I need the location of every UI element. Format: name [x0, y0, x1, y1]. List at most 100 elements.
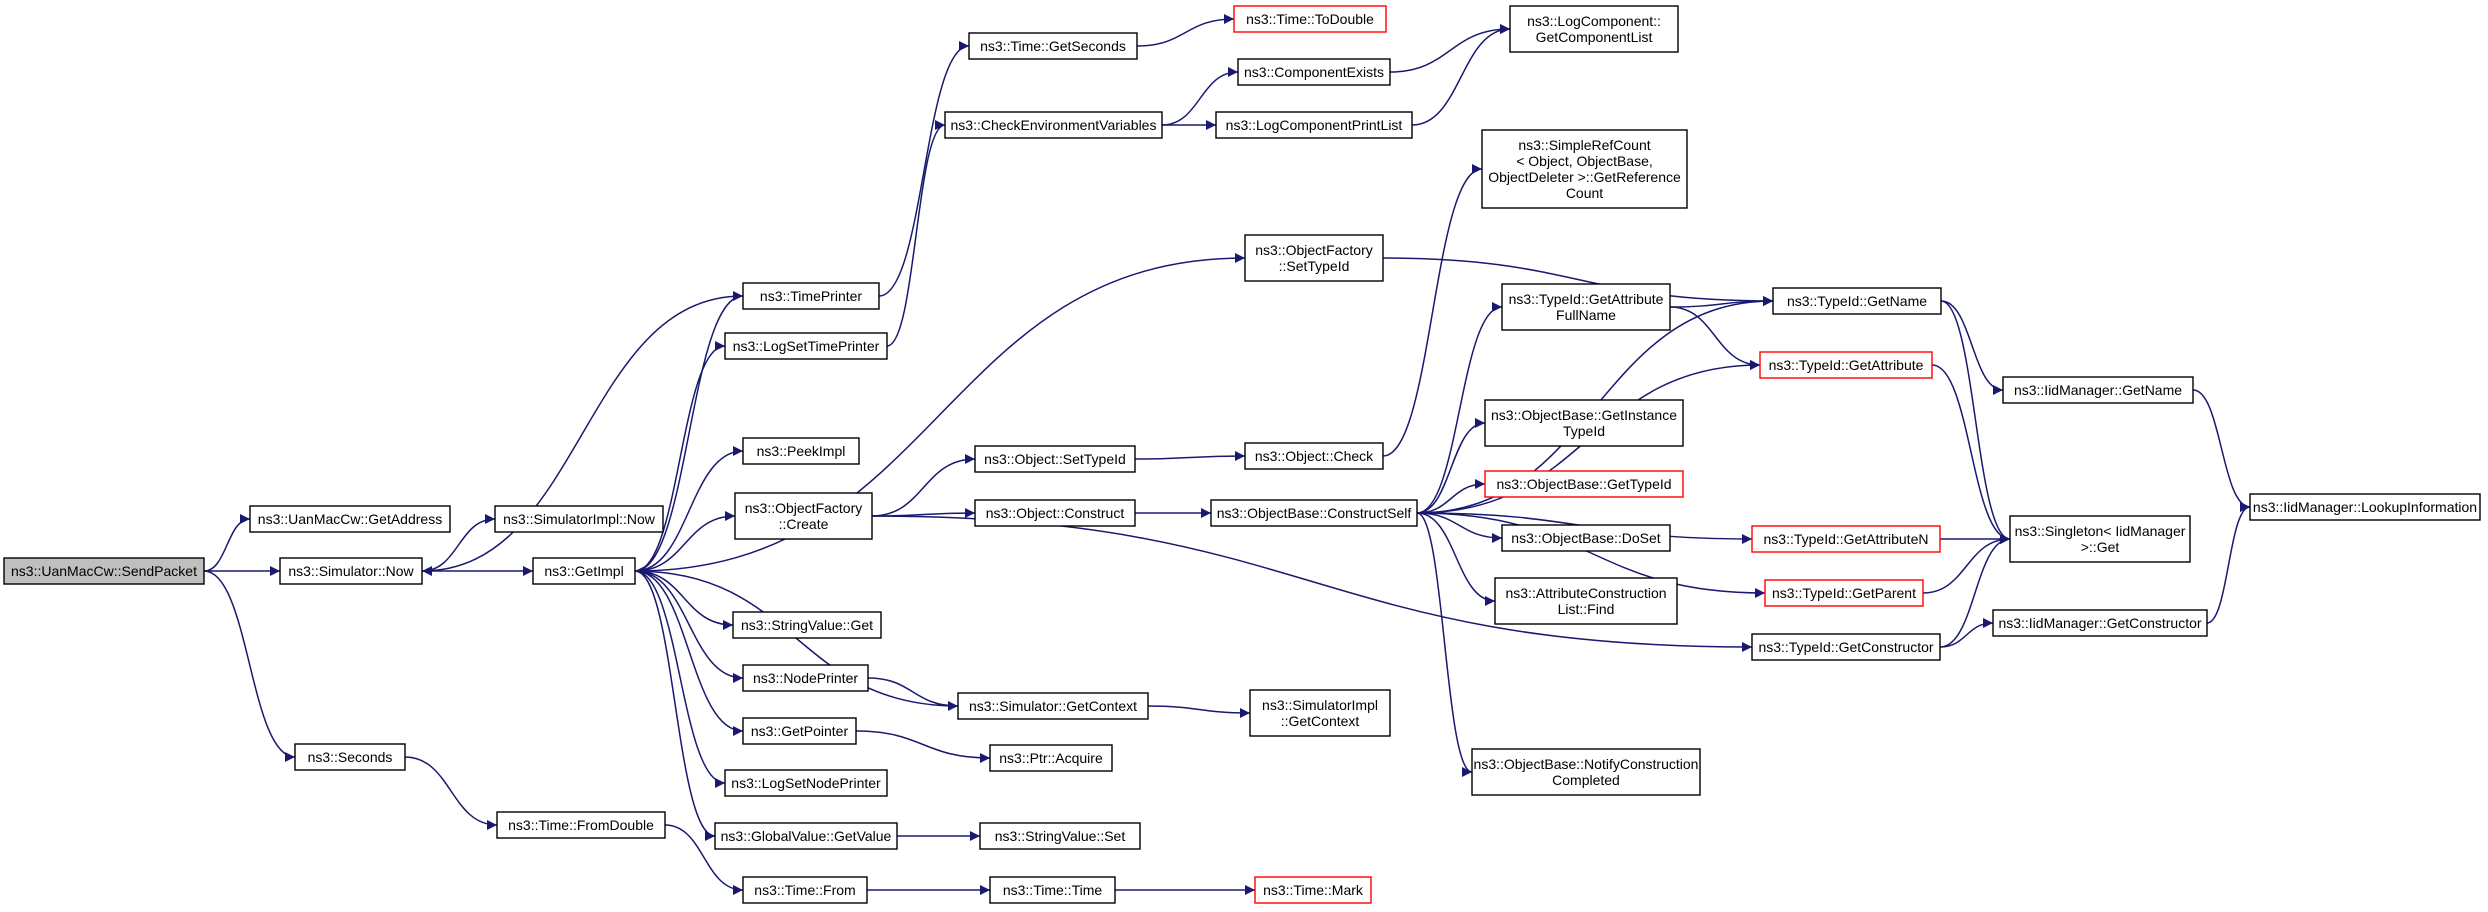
edge-getattrfullname-to-getattribute — [1669, 306, 1761, 370]
edge-getimpl-to-ofsettypeid — [634, 253, 1246, 572]
edge-objsettypeid-to-objcheck — [1134, 451, 1246, 462]
edge-constructself-to-getinstancetypeid — [1416, 418, 1486, 514]
node-iidgetconstructor[interactable]: ns3::IidManager::GetConstructor — [1992, 609, 2208, 637]
node-gvgetvalue[interactable]: ns3::GlobalValue::GetValue — [714, 822, 898, 850]
edge-nodeprinter-to-simgetcontext — [867, 677, 959, 711]
node-box — [979, 822, 1141, 850]
node-timetime[interactable]: ns3::Time::Time — [989, 876, 1116, 904]
node-box — [724, 769, 888, 797]
node-label: TypeId — [1563, 423, 1605, 439]
node-nodeprinter[interactable]: ns3::NodePrinter — [742, 664, 869, 692]
edge-getimpl-to-gvgetvalue — [634, 570, 716, 841]
node-label: ns3::Object::Construct — [986, 505, 1125, 521]
node-label: ns3::GetImpl — [544, 563, 623, 579]
node-getpointer[interactable]: ns3::GetPointer — [742, 717, 857, 745]
node-obdoset[interactable]: ns3::ObjectBase::DoSet — [1501, 524, 1671, 552]
node-box — [944, 111, 1163, 139]
node-getparent[interactable]: ns3::TypeId::GetParent — [1764, 579, 1924, 607]
node-getaddress[interactable]: ns3::UanMacCw::GetAddress — [249, 505, 451, 533]
node-singletonget[interactable]: ns3::Singleton< IidManager>::Get — [2009, 515, 2191, 563]
node-label: ns3::SimulatorImpl::Now — [503, 511, 656, 527]
node-objcheck[interactable]: ns3::Object::Check — [1244, 442, 1384, 470]
node-simnow[interactable]: ns3::Simulator::Now — [279, 557, 423, 585]
node-checkenv[interactable]: ns3::CheckEnvironmentVariables — [944, 111, 1163, 139]
node-todouble[interactable]: ns3::Time::ToDouble — [1233, 5, 1387, 33]
node-peekimpl[interactable]: ns3::PeekImpl — [742, 437, 860, 465]
node-box — [1254, 876, 1372, 904]
node-label: ns3::UanMacCw::SendPacket — [11, 563, 197, 579]
node-objconstruct[interactable]: ns3::Object::Construct — [974, 499, 1136, 527]
node-box — [1244, 442, 1384, 470]
node-box — [1759, 351, 1933, 379]
node-logsettimeprinter[interactable]: ns3::LogSetTimePrinter — [724, 332, 888, 360]
node-box — [1244, 234, 1384, 282]
node-box — [1484, 470, 1684, 498]
node-seconds[interactable]: ns3::Seconds — [294, 743, 406, 771]
node-label: ns3::TypeId::GetAttribute — [1769, 357, 1924, 373]
node-label: ns3::StringValue::Get — [741, 617, 873, 633]
node-timeprinter[interactable]: ns3::TimePrinter — [742, 282, 880, 310]
node-timefrom[interactable]: ns3::Time::From — [742, 876, 868, 904]
node-iidlookup[interactable]: ns3::IidManager::LookupInformation — [2249, 493, 2481, 521]
node-ptracquire[interactable]: ns3::Ptr::Acquire — [989, 744, 1113, 772]
node-label: ObjectDeleter >::GetReference — [1488, 169, 1681, 185]
node-stringvalueset[interactable]: ns3::StringValue::Set — [979, 822, 1141, 850]
edge-checkenv-to-componentexists — [1161, 67, 1239, 126]
node-label: ns3::TypeId::GetAttribute — [1509, 291, 1664, 307]
edge-ofcreate-to-objsettypeid — [871, 454, 976, 517]
node-logsetnodeprinter[interactable]: ns3::LogSetNodePrinter — [724, 769, 888, 797]
node-obgettypeid[interactable]: ns3::ObjectBase::GetTypeId — [1484, 470, 1684, 498]
node-box — [1481, 129, 1688, 209]
node-label: >::Get — [2081, 539, 2120, 555]
node-label: ns3::Time::Mark — [1263, 882, 1364, 898]
node-getconstructor[interactable]: ns3::TypeId::GetConstructor — [1751, 633, 1941, 661]
node-label: ns3::Time::GetSeconds — [980, 38, 1126, 54]
edge-getimpl-to-timeprinter — [634, 291, 744, 572]
node-getimpl[interactable]: ns3::GetImpl — [532, 557, 636, 585]
node-simplerefcount[interactable]: ns3::SimpleRefCount< Object, ObjectBase,… — [1481, 129, 1688, 209]
node-label: ns3::Simulator::GetContext — [969, 698, 1137, 714]
node-label: ns3::NodePrinter — [753, 670, 858, 686]
node-simgetcontext[interactable]: ns3::Simulator::GetContext — [957, 692, 1149, 720]
node-box — [532, 557, 636, 585]
node-logcompprintlist[interactable]: ns3::LogComponentPrintList — [1215, 111, 1413, 139]
node-simimplnow[interactable]: ns3::SimulatorImpl::Now — [494, 505, 664, 533]
node-box — [742, 282, 880, 310]
node-box — [742, 876, 868, 904]
node-timefromdouble[interactable]: ns3::Time::FromDouble — [496, 811, 666, 839]
node-objsettypeid[interactable]: ns3::Object::SetTypeId — [974, 445, 1136, 473]
node-typeidgetname[interactable]: ns3::TypeId::GetName — [1772, 287, 1942, 315]
node-stringvalueget[interactable]: ns3::StringValue::Get — [732, 611, 882, 639]
node-notifyconst[interactable]: ns3::ObjectBase::NotifyConstructionCompl… — [1471, 748, 1701, 796]
node-box — [1210, 499, 1418, 527]
node-label: ns3::ObjectBase::DoSet — [1511, 530, 1661, 546]
node-label: ns3::Time::FromDouble — [508, 817, 654, 833]
node-label: List::Find — [1558, 601, 1615, 617]
edge-getimpl-to-logsetnodeprinter — [634, 570, 726, 788]
node-box — [989, 876, 1116, 904]
node-sendpacket[interactable]: ns3::UanMacCw::SendPacket — [3, 557, 205, 585]
node-getattribute[interactable]: ns3::TypeId::GetAttribute — [1759, 351, 1933, 379]
node-simimplgetcontext[interactable]: ns3::SimulatorImpl::GetContext — [1249, 689, 1391, 737]
node-label: ns3::PeekImpl — [757, 443, 846, 459]
node-box — [742, 717, 857, 745]
node-iidgetname[interactable]: ns3::IidManager::GetName — [2002, 376, 2194, 404]
edge-sendpacket-to-seconds — [203, 570, 296, 762]
node-ofsettypeid[interactable]: ns3::ObjectFactory::SetTypeId — [1244, 234, 1384, 282]
node-ofcreate[interactable]: ns3::ObjectFactory::Create — [734, 492, 873, 540]
node-timemark[interactable]: ns3::Time::Mark — [1254, 876, 1372, 904]
node-box — [1751, 633, 1941, 661]
node-box — [742, 664, 869, 692]
node-label: ns3::Time::Time — [1003, 882, 1103, 898]
node-getattributen[interactable]: ns3::TypeId::GetAttributeN — [1751, 525, 1941, 553]
node-constructself[interactable]: ns3::ObjectBase::ConstructSelf — [1210, 499, 1418, 527]
node-label: ns3::GetPointer — [751, 723, 849, 739]
node-label: ns3::ObjectFactory — [745, 500, 863, 516]
node-getcomplist[interactable]: ns3::LogComponent::GetComponentList — [1509, 5, 1679, 53]
node-componentexists[interactable]: ns3::ComponentExists — [1237, 58, 1391, 86]
node-getseconds[interactable]: ns3::Time::GetSeconds — [968, 32, 1138, 60]
node-box — [1772, 287, 1942, 315]
